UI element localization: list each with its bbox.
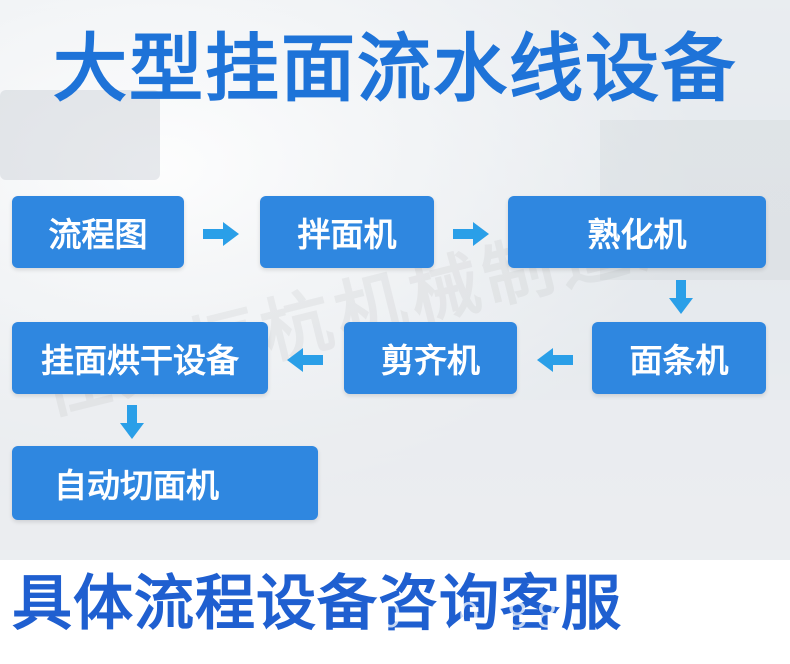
arrow-right-icon bbox=[203, 222, 239, 250]
arrow-down-icon bbox=[669, 280, 693, 318]
step-noodle-sheet: 面条机 bbox=[592, 322, 766, 394]
step-curing: 熟化机 bbox=[508, 196, 766, 268]
step-mixer: 拌面机 bbox=[260, 196, 434, 268]
footer-text: 具体流程设备咨询客服 bbox=[12, 569, 622, 639]
arrow-left-icon bbox=[537, 348, 573, 376]
arrow-left-icon bbox=[287, 348, 323, 376]
footer-panel bbox=[0, 560, 790, 664]
page-title: 大型挂面流水线设备 bbox=[53, 26, 737, 112]
background-shape bbox=[0, 90, 160, 180]
step-flowchart: 流程图 bbox=[12, 196, 184, 268]
step-auto-cut: 自动切面机 bbox=[12, 446, 318, 520]
arrow-right-icon bbox=[453, 222, 489, 250]
step-cutter: 剪齐机 bbox=[344, 322, 517, 394]
step-drying: 挂面烘干设备 bbox=[12, 322, 268, 394]
arrow-down-icon bbox=[120, 405, 144, 443]
phone-watermark: 0 00 88 bbox=[380, 596, 566, 636]
